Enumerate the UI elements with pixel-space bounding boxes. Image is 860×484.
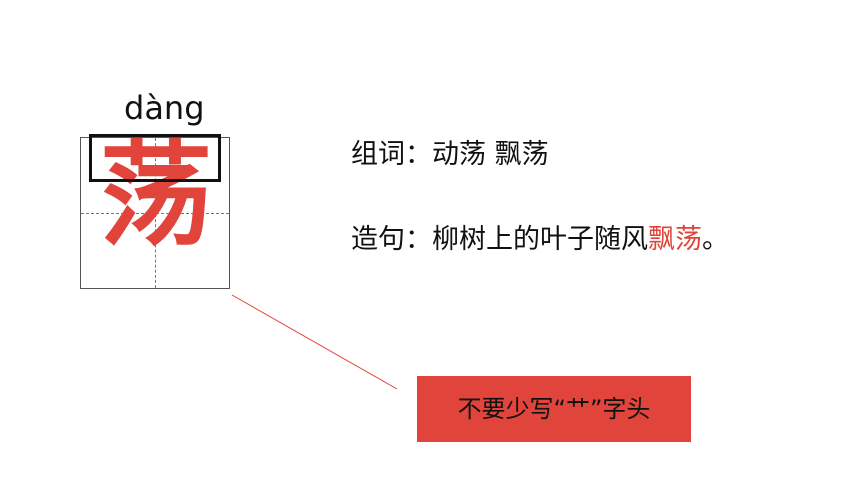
tian-character-grid xyxy=(80,137,230,289)
word-formation-line: 组词：动荡 飘荡 xyxy=(351,137,549,173)
radical-highlight-box xyxy=(89,134,221,182)
sentence-highlight-word: 飘荡 xyxy=(648,224,702,255)
stroke-note-box: 不要少写“艹”字头 xyxy=(417,376,691,442)
sentence-line: 造句：柳树上的叶子随风飘荡。 xyxy=(351,222,729,258)
sentence-ending: 。 xyxy=(702,224,729,255)
sentence-label: 造句： xyxy=(351,224,432,255)
stroke-note-text: 不要少写“艹”字头 xyxy=(457,395,651,423)
target-character: 荡 xyxy=(100,130,212,261)
word-formation-items: 动荡 飘荡 xyxy=(432,139,549,170)
pinyin-label: dàng xyxy=(124,89,205,127)
word-formation-label: 组词： xyxy=(351,139,432,170)
sentence-text: 柳树上的叶子随风 xyxy=(432,224,648,255)
grid-vertical-guide xyxy=(155,138,156,288)
